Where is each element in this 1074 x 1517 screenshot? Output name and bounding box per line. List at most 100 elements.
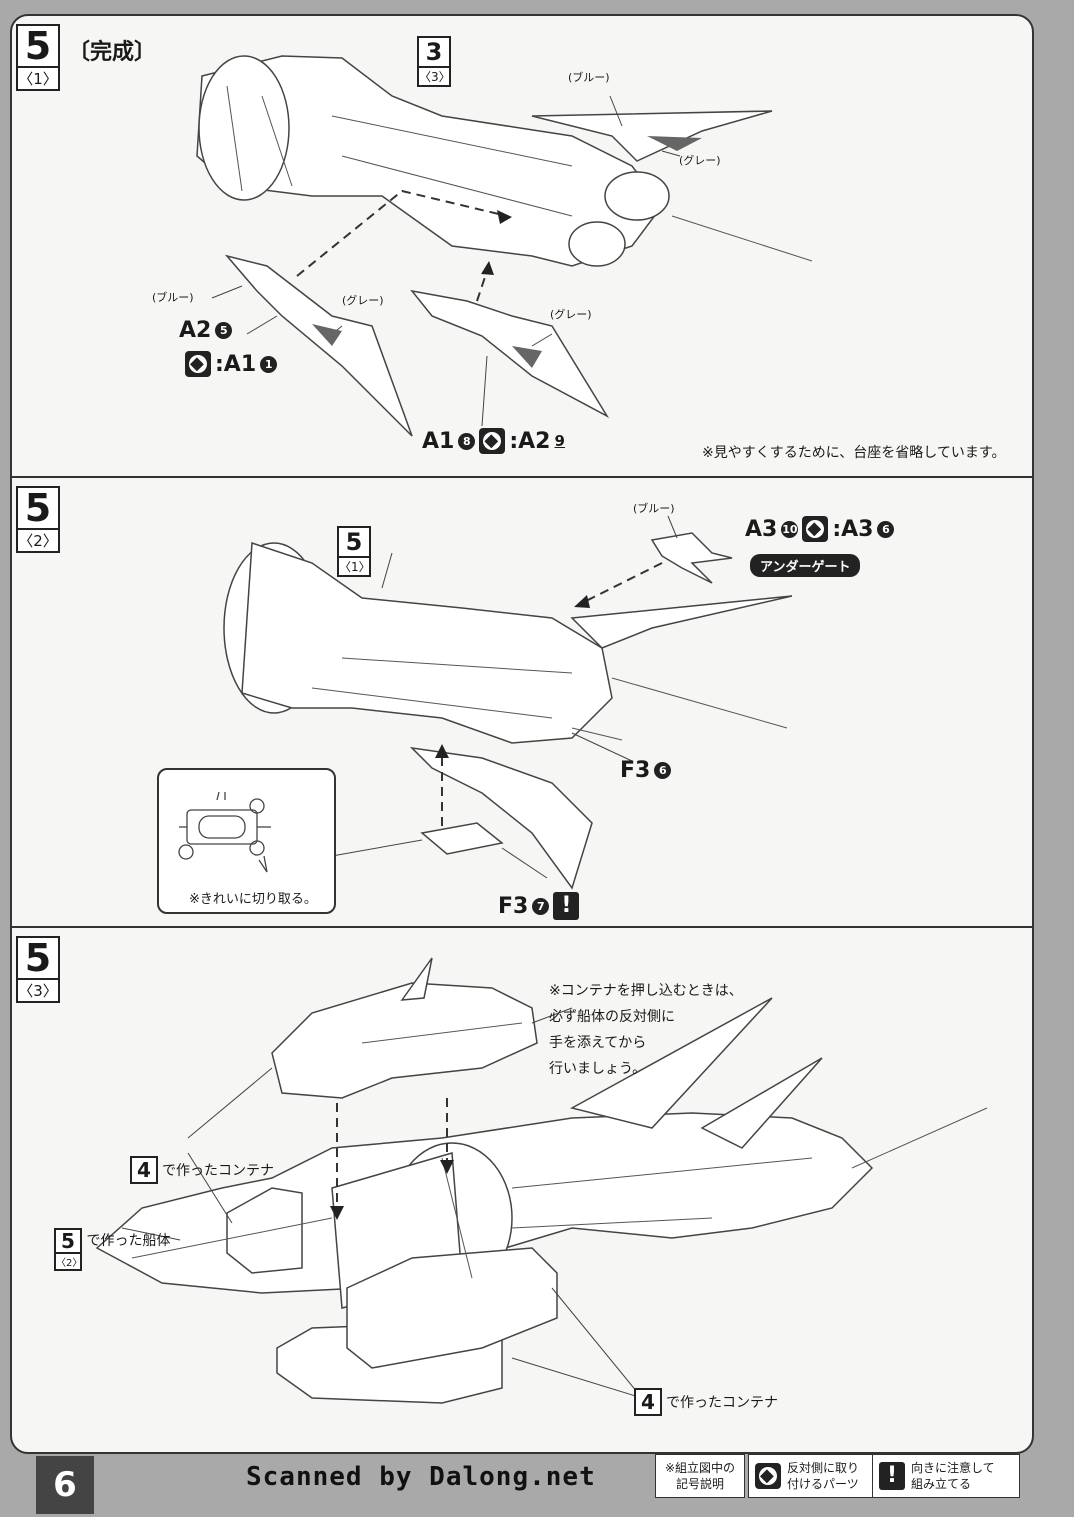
- legend-title-line-2: 記号説明: [675, 1477, 724, 1491]
- part-code: A3: [745, 516, 778, 542]
- part-code: F3: [498, 893, 529, 919]
- fin-a3: [650, 532, 733, 584]
- nose-cone-upper: [604, 171, 670, 221]
- right-wing-part: [410, 289, 610, 418]
- color-label-gray-right: (グレー): [550, 308, 592, 321]
- note-line-1: ※コンテナを押し込むときは、: [549, 983, 743, 999]
- note-line-3: 手を添えてから: [549, 1035, 647, 1051]
- part-a1-1-reverse: :A11: [185, 351, 278, 377]
- step-number: 5: [16, 486, 60, 530]
- reverse-side-icon: [802, 516, 829, 542]
- part-code: :A3: [832, 516, 874, 542]
- part-code: A2: [179, 318, 212, 343]
- color-label-blue-left: (ブルー): [152, 291, 194, 304]
- container-left: [226, 1187, 303, 1274]
- under-gate-badge: アンダーゲート: [750, 554, 861, 577]
- container-side: [346, 1247, 558, 1369]
- substep-number: 〈3〉: [16, 980, 60, 1003]
- hull-rear-wing: [700, 1057, 823, 1149]
- part-number-circle: 6: [654, 762, 672, 779]
- step-5-3-illustration: [95, 957, 988, 1404]
- reference-number: 4: [130, 1156, 158, 1184]
- step-title: 〔完成〕: [68, 40, 157, 65]
- legend-caution: ! 向きに注意して 組み立てる: [872, 1454, 1020, 1498]
- page-number: 6: [36, 1456, 94, 1514]
- label-text: で作ったコンテナ: [666, 1395, 778, 1411]
- container-insert-note: ※コンテナを押し込むときは、 必ず船体の反対側に 手を添えてから 行いましょう。: [549, 978, 743, 1082]
- hull-shape: [241, 541, 613, 744]
- reference-substep: 〈2〉: [54, 1254, 82, 1271]
- legend-title-line-1: ※組立図中の: [664, 1461, 736, 1475]
- step-number: 5: [16, 936, 60, 980]
- color-label-gray-top: (グレー): [679, 154, 721, 167]
- part-number-circle: 1: [260, 355, 278, 373]
- color-label-blue-top: (ブルー): [568, 71, 610, 84]
- step-5-2-illustration: [223, 515, 793, 890]
- part-number-circle: 6: [877, 520, 895, 538]
- step-5-3-panel: 5 〈3〉 ※コンテナを押し込むときは、 必ず船体の反対側に 手を添えてから 行…: [12, 928, 1032, 1452]
- part-number-circle: 10: [781, 520, 799, 538]
- legend-caution-line-2: 組み立てる: [911, 1477, 972, 1491]
- container-top-fin: [400, 957, 433, 1001]
- note-line-2: 必ず船体の反対側に: [549, 1009, 675, 1025]
- part-f3-7: [420, 822, 504, 855]
- nose-cone-lower: [568, 221, 626, 267]
- page-footer: 6 Scanned by Dalong.net ※組立図中の 記号説明 反対側に…: [0, 1450, 1074, 1517]
- reference-step-5-1: 5 〈1〉: [337, 526, 371, 577]
- substep-number: 〈2〉: [16, 530, 60, 553]
- part-code: F3: [620, 758, 651, 783]
- substep-number: 〈1〉: [16, 68, 60, 91]
- legend-reverse-line-1: 反対側に取り: [787, 1461, 860, 1475]
- reference-step-3: 3 〈3〉: [417, 36, 451, 87]
- gate-detail-inset: ※きれいに切り取る。: [157, 768, 336, 914]
- base-omitted-note: ※見やすくするために、台座を省略しています。: [702, 445, 1006, 461]
- reference-substep: 〈3〉: [417, 68, 451, 87]
- label-text: で作ったコンテナ: [162, 1163, 274, 1179]
- hull-shape: [196, 55, 663, 267]
- part-code: :A2: [509, 428, 551, 454]
- color-label-gray-left: (グレー): [342, 294, 384, 307]
- left-wing-part: [224, 254, 413, 437]
- clean-cut-note: ※きれいに切り取る。: [189, 892, 317, 907]
- part-a1-8-a2-9: A18 :A29: [422, 428, 565, 454]
- reference-number: 5: [54, 1228, 82, 1254]
- container-top-label: 4 で作ったコンテナ: [130, 1156, 274, 1184]
- ship-hull-label: 5 で作った船体 〈2〉: [54, 1228, 170, 1271]
- container-bottom-label: 4 で作ったコンテナ: [634, 1388, 778, 1416]
- reference-substep: 〈1〉: [337, 558, 371, 577]
- part-number-underlined: 9: [554, 432, 565, 450]
- hull-upper-wing: [569, 997, 773, 1129]
- reference-number: 5: [337, 526, 371, 558]
- step-5-1-panel: 5 〈1〉 〔完成〕 3 〈3〉 (ブルー) (グレー) (ブルー) (グレー)…: [12, 16, 1032, 478]
- part-number-circle: 7: [532, 897, 550, 915]
- label-text: で作った船体: [86, 1233, 171, 1249]
- legend-reverse-part: 反対側に取り 付けるパーツ: [748, 1454, 874, 1498]
- part-number-circle: 5: [215, 322, 233, 339]
- reverse-side-icon: [479, 428, 506, 454]
- step-number: 5: [16, 24, 60, 68]
- rear-ring: [198, 55, 290, 201]
- reference-number: 3: [417, 36, 451, 68]
- container-top: [271, 982, 538, 1099]
- part-number-circle: 8: [458, 432, 476, 450]
- gate-detail-illustration: [178, 791, 271, 873]
- reference-number: 4: [634, 1388, 662, 1416]
- legend-reverse-line-2: 付けるパーツ: [787, 1477, 859, 1491]
- note-line-4: 行いましょう。: [549, 1061, 647, 1077]
- lower-wing: [409, 746, 593, 890]
- step-5-1-illustration: [196, 55, 813, 437]
- caution-icon: !: [879, 1462, 905, 1490]
- scan-credit: Scanned by Dalong.net: [246, 1462, 596, 1492]
- legend-caution-line-1: 向きに注意して: [911, 1461, 995, 1475]
- caution-icon: !: [553, 892, 580, 920]
- legend-title: ※組立図中の 記号説明: [655, 1454, 745, 1498]
- instruction-sheet: 5 〈1〉 〔完成〕 3 〈3〉 (ブルー) (グレー) (ブルー) (グレー)…: [10, 14, 1034, 1454]
- upper-wing: [570, 595, 793, 649]
- reverse-side-icon: [755, 1463, 781, 1489]
- color-label-blue: (ブルー): [633, 502, 675, 515]
